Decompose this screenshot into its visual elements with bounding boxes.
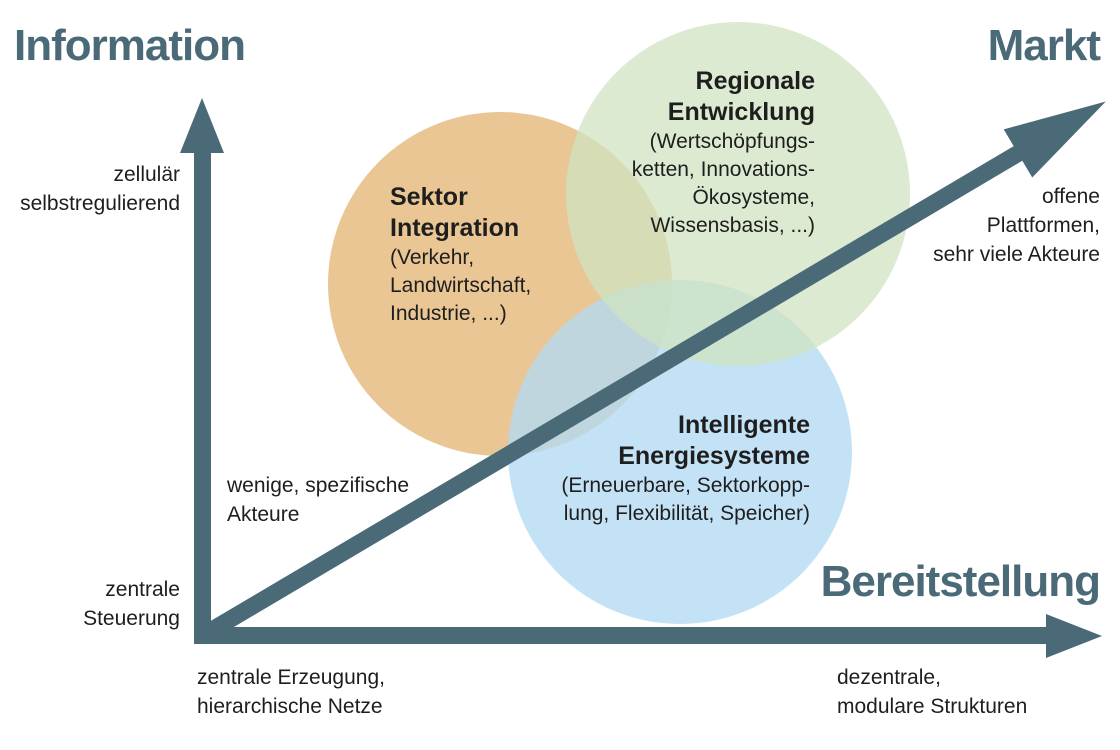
x-axis-arrowhead <box>1046 614 1102 658</box>
diagonal-axis-arrowhead <box>1003 101 1106 178</box>
label-wenige-akteure-line2: Akteure <box>227 503 300 526</box>
bubble-regionale-entwicklung <box>566 22 910 366</box>
bubble-energie-body-2: lung, Flexibilität, Speicher) <box>563 502 810 525</box>
bubble-regional-heading-2: Entwicklung <box>667 98 815 126</box>
label-dezentrale-line1: dezentrale, <box>837 666 941 689</box>
bubble-intelligente-energiesysteme <box>508 280 852 624</box>
bubble-sektor-body-2: Landwirtschaft, <box>390 274 532 297</box>
bubble-sektor-heading-1: Sektor <box>390 183 468 211</box>
label-zellular: zellulär selbstregulierend <box>20 160 180 218</box>
y-axis-arrowhead <box>180 98 224 153</box>
bubble-energie-body-1: (Erneuerbare, Sektorkopp- <box>561 474 810 497</box>
y-axis-shaft <box>194 150 211 644</box>
label-wenige-akteure-line1: wenige, spezifische <box>227 474 410 497</box>
bubble-regional-body-3: Ökosysteme, <box>692 186 815 209</box>
label-zentrale-steuerung-line2: Steuerung <box>83 607 180 630</box>
label-zentrale-steuerung: zentrale Steuerung <box>83 575 180 633</box>
x-axis-shaft <box>194 627 1050 644</box>
label-dezentrale: dezentrale, modulare Strukturen <box>837 663 1027 721</box>
bubble-energie-heading-1: Intelligente <box>678 411 810 439</box>
diagonal-axis <box>197 101 1106 644</box>
bubble-sektor-body-3: Industrie, ...) <box>390 302 507 325</box>
label-zentrale-erzeugung-line2: hierarchische Netze <box>197 695 383 718</box>
bubble-sektor-text: Sektor Integration (Verkehr, Landwirtsch… <box>390 182 531 328</box>
bubble-sektor-body-1: (Verkehr, <box>390 246 475 269</box>
bubble-regional-body-2: ketten, Innovations- <box>631 158 815 181</box>
bubble-sektor-heading-2: Integration <box>390 214 520 242</box>
label-offene-plattformen: offene Plattformen, sehr viele Akteure <box>933 182 1100 269</box>
label-offene-plattformen-line2: Plattformen, <box>986 214 1100 237</box>
label-wenige-akteure: wenige, spezifische Akteure <box>227 471 409 529</box>
bubble-regional-body-4: Wissensbasis, ...) <box>650 214 815 237</box>
bubble-regional-text: Regionale Entwicklung (Wertschöpfungs- k… <box>632 66 815 240</box>
label-zentrale-erzeugung-line1: zentrale Erzeugung, <box>197 666 385 689</box>
label-offene-plattformen-line1: offene <box>1041 185 1100 208</box>
bubble-regional-body-1: (Wertschöpfungs- <box>649 130 815 153</box>
bubble-energie-heading-2: Energiesysteme <box>618 442 810 470</box>
bubble-energie-text: Intelligente Energiesysteme (Erneuerbare… <box>561 410 810 528</box>
title-information: Information <box>14 21 246 70</box>
axes <box>180 98 1106 658</box>
bubble-regional-heading-1: Regionale <box>695 67 815 95</box>
title-bereitstellung: Bereitstellung <box>820 557 1101 606</box>
label-offene-plattformen-line3: sehr viele Akteure <box>933 243 1100 266</box>
label-dezentrale-line2: modulare Strukturen <box>837 695 1028 718</box>
label-zellular-line1: zellulär <box>113 163 180 186</box>
diagonal-axis-shaft <box>197 145 1025 644</box>
label-zentrale-steuerung-line1: zentrale <box>105 578 180 601</box>
title-markt: Markt <box>987 21 1101 70</box>
label-zentrale-erzeugung: zentrale Erzeugung, hierarchische Netze <box>197 663 385 721</box>
label-zellular-line2: selbstregulierend <box>20 192 180 215</box>
